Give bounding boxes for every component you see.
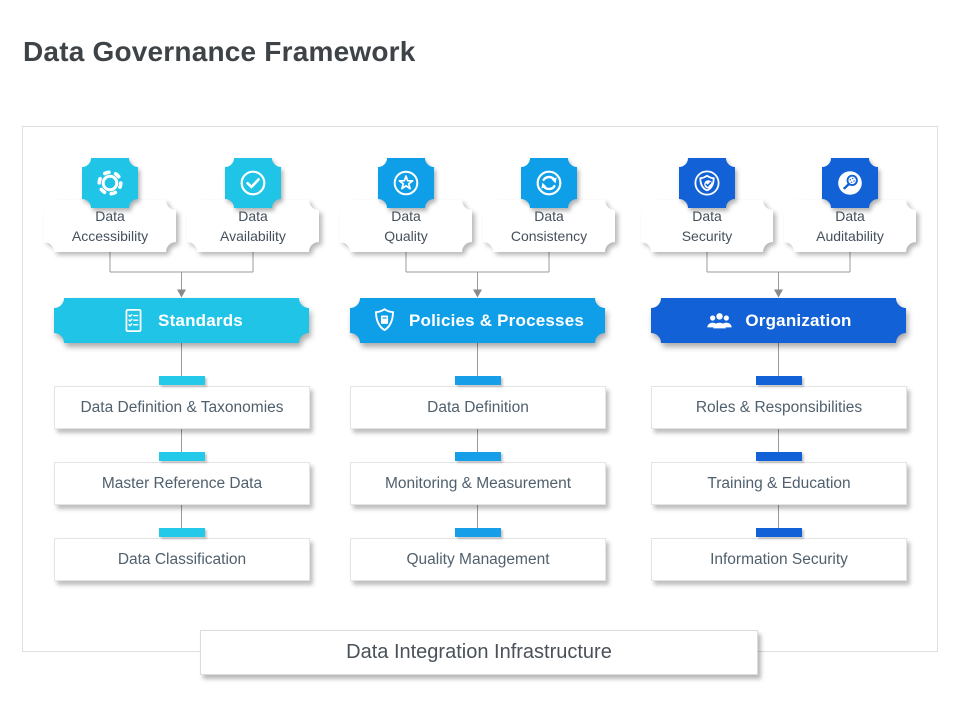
pillar-header-label: Organization (745, 310, 852, 330)
list-item: Quality Management (350, 538, 606, 581)
shield-book-icon (371, 307, 398, 334)
pillar-header-policies: Policies & Processes (350, 298, 605, 343)
gear-icon (82, 158, 138, 208)
list-item: Information Security (651, 538, 907, 581)
attribute-plaque (225, 158, 281, 208)
attribute-plaque (521, 158, 577, 208)
people-icon (705, 308, 734, 333)
list-item: Data Classification (54, 538, 310, 581)
attribute-label-line2: Availability (220, 228, 286, 244)
attribute-plaque (822, 158, 878, 208)
list-item: Roles & Responsibilities (651, 386, 907, 429)
attribute-plaque (378, 158, 434, 208)
connector-tab (454, 376, 501, 385)
attribute-label-line2: Quality (384, 228, 428, 244)
attribute-plaque (679, 158, 735, 208)
connector-tab (755, 376, 802, 385)
sync-circle-icon (521, 158, 577, 208)
connector-tab (454, 528, 501, 537)
connector-tab (158, 376, 205, 385)
list-item: Data Definition (350, 386, 606, 429)
list-item: Master Reference Data (54, 462, 310, 505)
page-title: Data Governance Framework (23, 36, 416, 67)
attribute-label-line1: Data (391, 208, 421, 224)
list-item: Data Definition & Taxonomies (54, 386, 310, 429)
attribute-label-line2: Consistency (510, 228, 588, 244)
attribute-label-card: Data Availability (187, 200, 319, 252)
pillar-header-standards: Standards (54, 298, 309, 343)
connector-tab (755, 528, 802, 537)
connector-tab (158, 528, 205, 537)
attribute-label-line1: Data (238, 208, 268, 224)
attribute-label-card: Data Auditability (784, 200, 916, 252)
attribute-label-card: Data Quality (340, 200, 472, 252)
pillar-header-label: Standards (158, 310, 243, 330)
star-circle-icon (378, 158, 434, 208)
attribute-label-card: Data Security (641, 200, 773, 252)
pillar-header-organization: Organization (651, 298, 906, 343)
connector-tab (755, 452, 802, 461)
attribute-plaque (82, 158, 138, 208)
list-item: Monitoring & Measurement (350, 462, 606, 505)
connector-tab (158, 452, 205, 461)
checklist-icon (120, 307, 147, 334)
footer-bar: Data Integration Infrastructure (200, 630, 758, 675)
attribute-label-line1: Data (95, 208, 125, 224)
shield-check-icon (679, 158, 735, 208)
attribute-label-line2: Auditability (816, 228, 884, 244)
attribute-label-card: Data Consistency (483, 200, 615, 252)
pillar-header-label: Policies & Processes (408, 310, 585, 330)
check-circle-icon (225, 158, 281, 208)
attribute-label-line2: Security (681, 228, 733, 244)
attribute-label-card: Data Accessibility (44, 200, 176, 252)
attribute-label-line1: Data (692, 208, 722, 224)
attribute-label-line1: Data (835, 208, 865, 224)
list-item: Training & Education (651, 462, 907, 505)
connector-tab (454, 452, 501, 461)
magnifier-icon (822, 158, 878, 208)
attribute-label-line1: Data (534, 208, 564, 224)
attribute-label-line2: Accessibility (71, 228, 149, 244)
